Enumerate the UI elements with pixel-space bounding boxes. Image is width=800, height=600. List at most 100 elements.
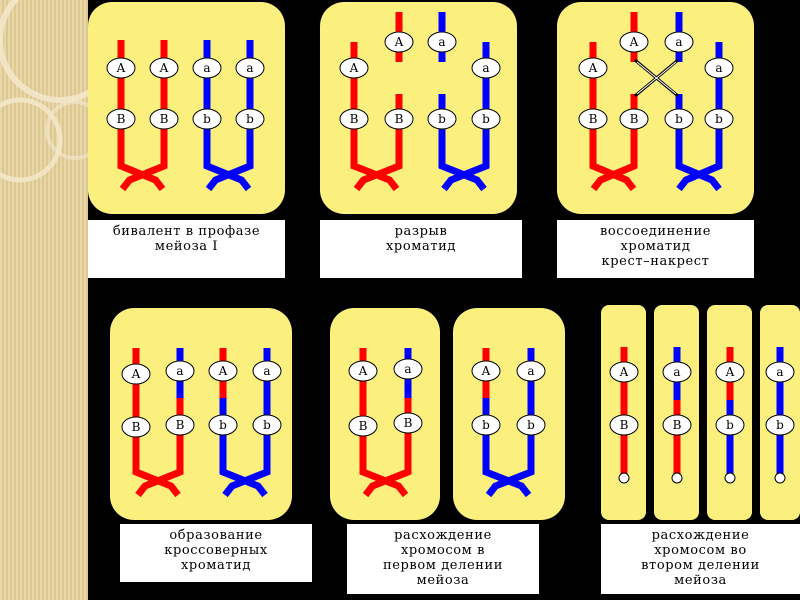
gene-locus [765,361,795,383]
allele-label: b [527,418,535,432]
allele-label: a [176,364,183,378]
chromatid-tail [590,152,638,192]
allele-label: A [218,364,228,378]
gene-locus [165,360,195,382]
allele-label: a [482,61,489,75]
gene-locus [149,108,179,130]
gene-locus [106,57,136,79]
allele-label: A [358,364,368,378]
gene-locus [252,414,282,436]
gene-locus [121,363,151,385]
chromatid-segment [636,61,677,95]
allele-label: B [359,419,368,433]
gene-locus [516,360,546,382]
gene-locus [578,108,608,130]
gene-locus [384,108,414,130]
allele-label: a [246,61,253,75]
centromere [671,472,683,484]
gene-locus [704,108,734,130]
chromatid-tail [362,458,412,498]
caption-second-division: расхождение хромосом во втором делении м… [601,524,800,594]
gene-locus [192,108,222,130]
gene-locus [106,108,136,130]
gene-locus [664,31,694,53]
gene-locus [208,360,238,382]
gene-locus [609,361,639,383]
gene-locus [235,108,265,130]
gene-locus [339,108,369,130]
allele-label: b [219,418,227,432]
allele-label: a [776,365,783,379]
chromatid-tail [676,152,723,192]
allele-label: b [482,112,490,126]
chromatid-tail [485,458,535,498]
allele-label: a [438,35,445,49]
gene-locus [471,360,501,382]
gene-locus [393,358,423,380]
gene-locus [715,361,745,383]
allele-label: b [726,418,734,432]
gene-locus [471,414,501,436]
caption-reunion: воссоединение хроматид крест–накрест [557,220,754,278]
allele-label: B [117,112,126,126]
allele-label: a [404,362,411,376]
gene-locus [609,414,639,436]
allele-label: A [159,61,169,75]
caption-crossover-chromatids: образование кроссоверных хроматид [120,524,312,582]
allele-label: A [349,61,359,75]
centromere [724,472,736,484]
allele-label: A [116,61,126,75]
allele-label: b [263,418,271,432]
allele-label: A [131,367,141,381]
allele-label: a [673,365,680,379]
gene-locus [516,414,546,436]
gene-locus [704,57,734,79]
allele-label: A [629,35,639,49]
gene-locus [578,57,608,79]
allele-label: B [589,112,598,126]
allele-label: A [619,365,629,379]
allele-label: b [776,418,784,432]
chromatid-tail [222,458,271,498]
allele-label: B [630,112,639,126]
allele-label: B [673,418,682,432]
allele-label: a [675,35,682,49]
allele-label: a [203,61,210,75]
allele-label: a [263,364,270,378]
caption-first-division: расхождение хромосом в первом делении ме… [347,524,539,594]
gene-locus [427,31,457,53]
gene-locus [662,361,692,383]
allele-label: B [132,420,141,434]
allele-label: b [675,112,683,126]
gene-locus [192,57,222,79]
gene-locus [165,414,195,436]
allele-label: A [481,364,491,378]
gene-locus [339,57,369,79]
centromere [618,472,630,484]
chromatid-tail [135,458,184,498]
allele-label: B [395,112,404,126]
gene-locus [664,108,694,130]
gene-locus [149,57,179,79]
allele-label: A [394,35,404,49]
gene-locus [235,57,265,79]
gene-locus [208,414,238,436]
gene-locus [348,360,378,382]
gene-locus [348,415,378,437]
gene-locus [662,414,692,436]
gene-locus [393,412,423,434]
allele-label: B [176,418,185,432]
caption-bivalent: бивалент в профазе мейоза I [88,220,285,278]
chromatid-tail [441,152,490,192]
gene-locus [384,31,414,53]
allele-label: A [725,365,735,379]
allele-label: B [620,418,629,432]
